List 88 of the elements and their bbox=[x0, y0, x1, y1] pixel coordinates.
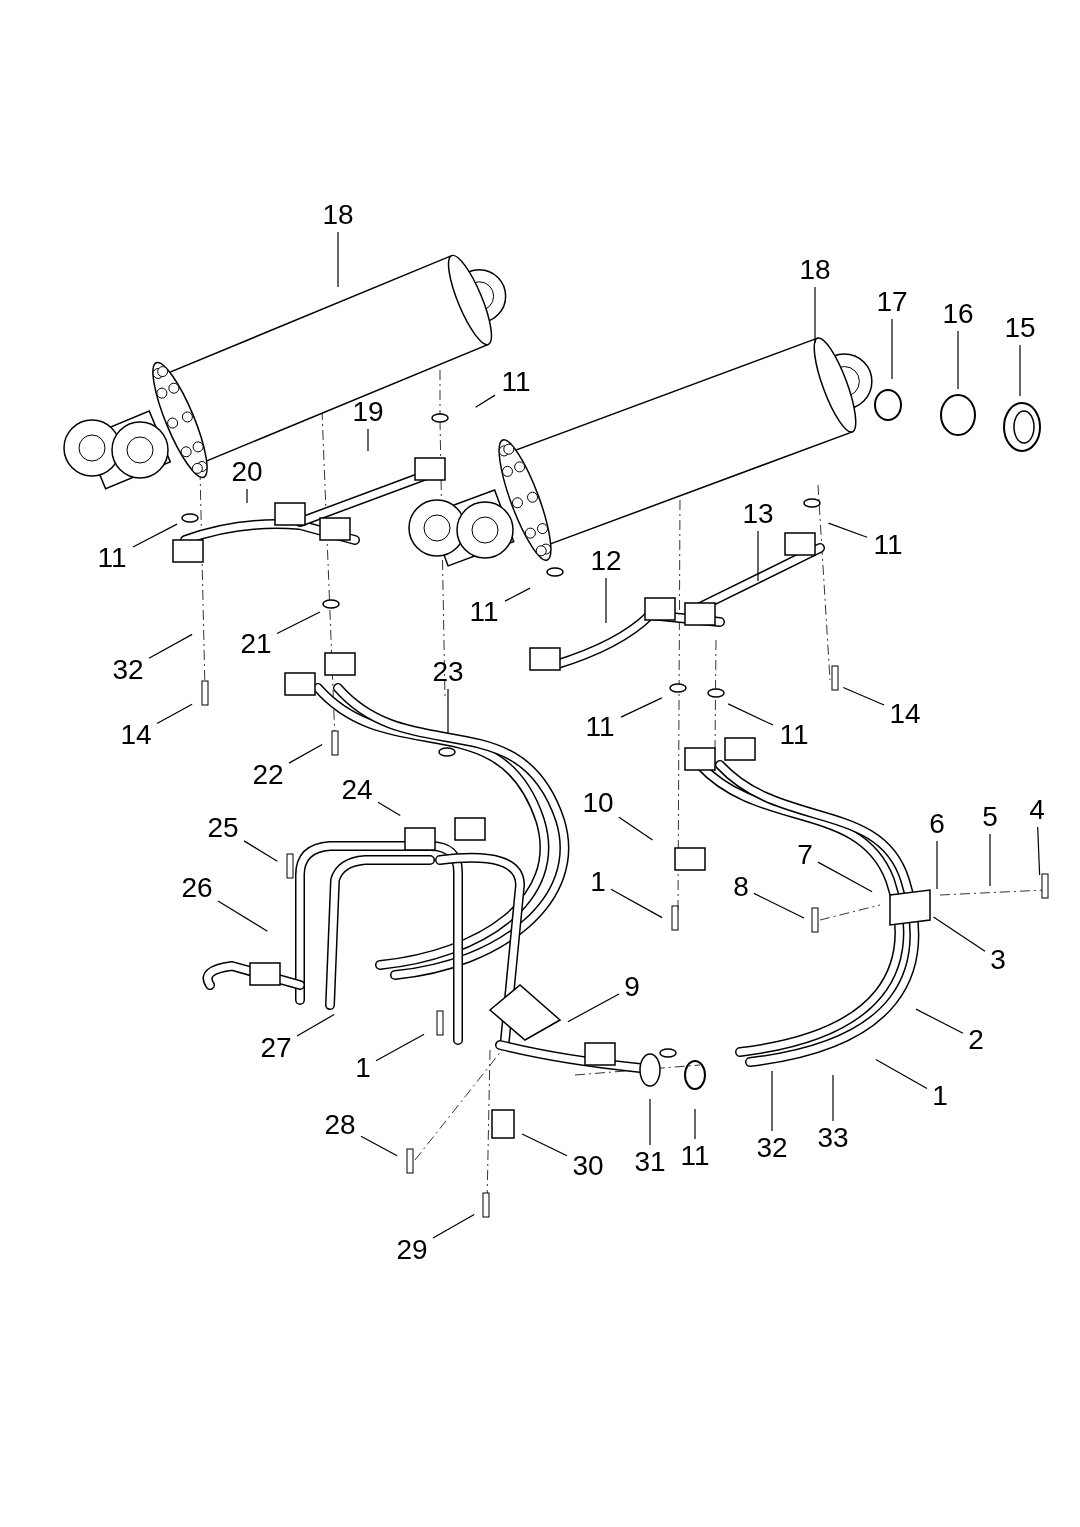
leader-line bbox=[957, 330, 959, 390]
leader-line bbox=[156, 703, 193, 725]
leader-line bbox=[757, 530, 759, 582]
leader-line bbox=[1037, 826, 1041, 876]
leader-line bbox=[936, 840, 938, 890]
callout-number: 15 bbox=[1004, 314, 1036, 342]
leader-line bbox=[360, 1135, 398, 1157]
callout-number: 9 bbox=[624, 973, 640, 1001]
leader-line bbox=[605, 577, 607, 624]
callout-number: 24 bbox=[341, 776, 373, 804]
callout-number: 11 bbox=[469, 598, 499, 626]
callout-number: 11 bbox=[585, 713, 615, 741]
callout-number: 25 bbox=[207, 814, 239, 842]
leader-line bbox=[132, 523, 178, 548]
callout-number: 7 bbox=[797, 841, 813, 869]
leader-line bbox=[246, 488, 248, 504]
callout-number: 1 bbox=[932, 1082, 948, 1110]
leader-line bbox=[817, 861, 873, 893]
leader-line bbox=[832, 1074, 834, 1122]
callout-number: 20 bbox=[231, 458, 263, 486]
leader-line bbox=[148, 633, 193, 659]
leader-line bbox=[217, 900, 268, 932]
leader-line bbox=[814, 286, 816, 344]
callout-number: 27 bbox=[260, 1034, 292, 1062]
callout-number: 2 bbox=[968, 1026, 984, 1054]
callout-number: 14 bbox=[120, 721, 152, 749]
leader-line bbox=[567, 993, 620, 1023]
callout-number: 28 bbox=[324, 1111, 356, 1139]
callout-number: 8 bbox=[733, 873, 749, 901]
leader-line bbox=[875, 1058, 928, 1090]
leader-line bbox=[276, 611, 321, 635]
leader-line bbox=[891, 318, 893, 380]
leader-line bbox=[375, 1033, 425, 1062]
callout-number: 29 bbox=[396, 1236, 428, 1264]
leader-line bbox=[771, 1070, 773, 1132]
callout-number: 19 bbox=[352, 398, 384, 426]
leader-line bbox=[432, 1213, 475, 1239]
callout-number: 4 bbox=[1029, 796, 1045, 824]
callout-number: 1 bbox=[355, 1054, 371, 1082]
leader-line bbox=[610, 888, 663, 919]
callout-number: 17 bbox=[876, 288, 908, 316]
callout-number: 1 bbox=[590, 868, 606, 896]
callout-number: 31 bbox=[634, 1148, 666, 1176]
callout-number: 11 bbox=[97, 544, 127, 572]
leader-line bbox=[694, 1108, 696, 1140]
leader-line bbox=[618, 816, 654, 841]
callout-number: 11 bbox=[779, 721, 809, 749]
callout-number: 18 bbox=[799, 256, 831, 284]
callout-number: 32 bbox=[756, 1134, 788, 1162]
leader-line bbox=[288, 743, 323, 764]
callout-number: 22 bbox=[252, 761, 284, 789]
callout-number: 21 bbox=[240, 630, 272, 658]
callout-number: 26 bbox=[181, 874, 213, 902]
callout-number: 16 bbox=[942, 300, 974, 328]
callout-number: 11 bbox=[501, 368, 531, 396]
leader-line bbox=[447, 688, 449, 734]
callout-number: 13 bbox=[742, 500, 774, 528]
leader-line bbox=[915, 1008, 964, 1034]
leader-line bbox=[337, 231, 339, 288]
leader-line bbox=[296, 1013, 335, 1037]
callout-number: 11 bbox=[873, 531, 903, 559]
leader-line bbox=[243, 840, 278, 862]
callout-number: 14 bbox=[889, 700, 921, 728]
callout-number: 5 bbox=[982, 803, 998, 831]
leader-line bbox=[521, 1133, 568, 1157]
leader-line bbox=[989, 833, 991, 887]
leader-line bbox=[504, 587, 531, 602]
callout-number: 23 bbox=[432, 658, 464, 686]
leader-line bbox=[727, 703, 774, 726]
callout-number: 6 bbox=[929, 810, 945, 838]
callout-number: 30 bbox=[572, 1152, 604, 1180]
callout-number: 11 bbox=[680, 1142, 710, 1170]
leader-line bbox=[827, 522, 868, 538]
callout-number: 3 bbox=[990, 946, 1006, 974]
leader-line bbox=[1019, 344, 1021, 397]
leader-line bbox=[753, 892, 805, 919]
leader-line bbox=[932, 916, 986, 952]
leader-line bbox=[475, 394, 496, 408]
leader-line bbox=[377, 801, 401, 817]
leader-line bbox=[842, 686, 885, 706]
callout-number: 18 bbox=[322, 201, 354, 229]
callout-number: 33 bbox=[817, 1124, 849, 1152]
leader-line bbox=[367, 428, 369, 452]
leader-line bbox=[649, 1098, 651, 1146]
callout-number: 10 bbox=[582, 789, 614, 817]
callout-number: 32 bbox=[112, 656, 144, 684]
leader-line bbox=[620, 697, 663, 718]
callout-number: 12 bbox=[590, 547, 622, 575]
